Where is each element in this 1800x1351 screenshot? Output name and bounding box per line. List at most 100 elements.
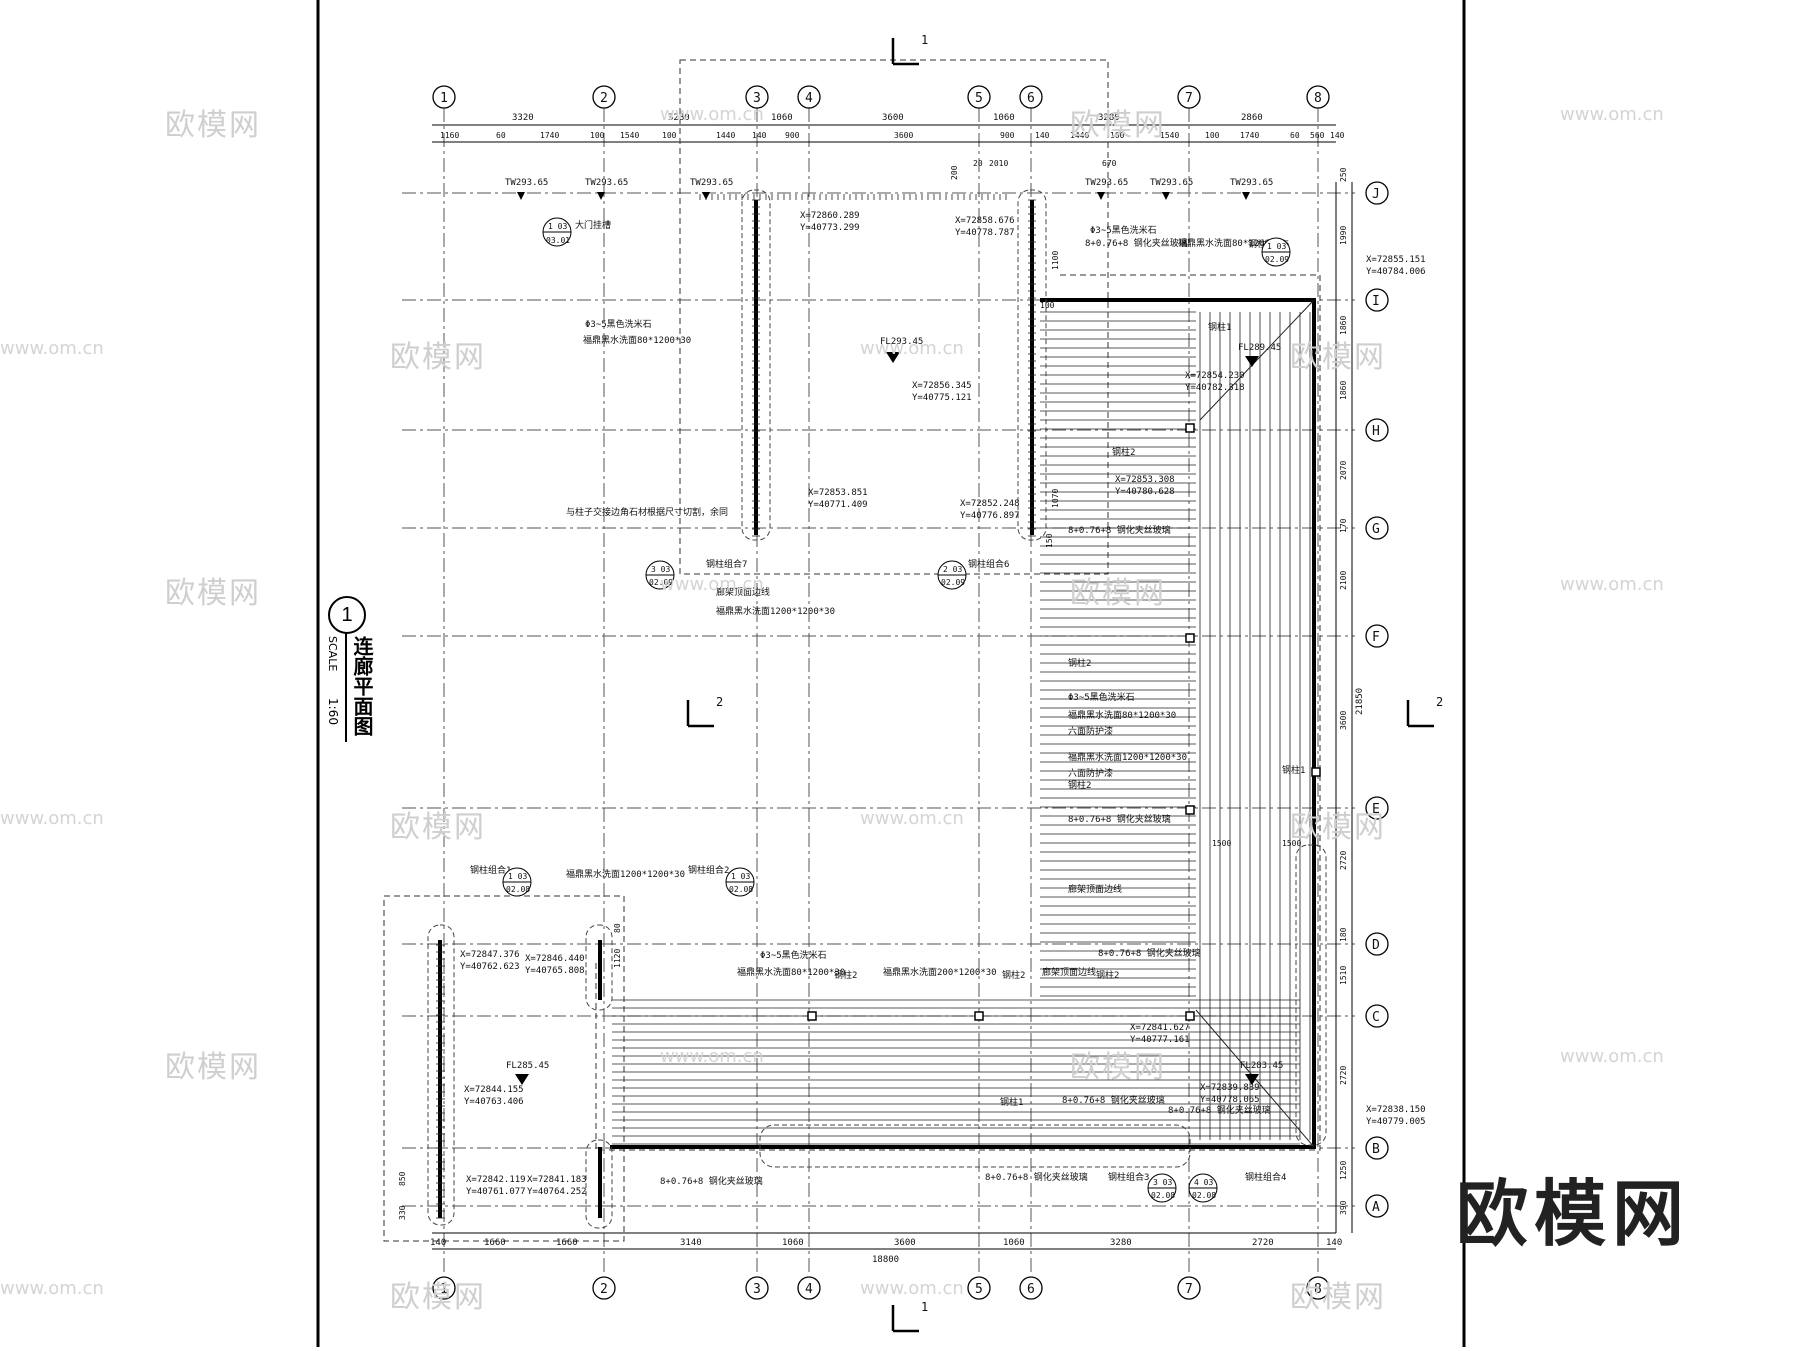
dimension-text: 60 <box>496 131 506 140</box>
grid-col-label: 8 <box>1314 1282 1322 1297</box>
tw-mark-triangle <box>702 192 710 200</box>
label-fl-1: FL293.45 <box>880 337 923 347</box>
steel-columns <box>807 423 1321 1021</box>
coordinate-x: X=72855.151 <box>1366 255 1426 265</box>
dimension-text: 2860 <box>1241 113 1263 123</box>
section-mark-label: 2 <box>1436 695 1443 709</box>
grid-col-label: 5 <box>975 1282 983 1297</box>
watermark-url: www.om.cn <box>0 808 104 829</box>
dimension-text: 1060 <box>1003 1238 1025 1248</box>
coordinate-x: X=72841.183 <box>527 1175 587 1185</box>
label-column-2: 钢柱2 <box>1068 657 1091 669</box>
dimension-text: 180 <box>1339 927 1348 942</box>
dimension-text: 1660 <box>556 1238 578 1248</box>
dimension-text: 1500 <box>1212 839 1231 848</box>
level-marker <box>1245 356 1259 367</box>
tw-mark: TW293.65 <box>1230 178 1273 188</box>
grid-row-label: J <box>1372 187 1380 202</box>
label-stone-1: Φ3~5黑色洗米石 <box>1068 691 1135 703</box>
dimension-text: 3280 <box>668 113 690 123</box>
detail-reference-top: 2 03 <box>943 565 962 574</box>
coordinate-x: X=72847.376 <box>460 950 520 960</box>
grid-bubble-col <box>745 85 769 109</box>
dimension-text: 100 <box>590 131 605 140</box>
label-stone-1: Φ3~5黑色洗米石 <box>1090 224 1157 236</box>
dimension-text: 20 <box>973 159 983 168</box>
dimension-total: 21850 <box>1355 688 1365 715</box>
coordinate-y: Y=40777.161 <box>1130 1035 1190 1045</box>
coordinate-x: X=72839.839 <box>1200 1083 1260 1093</box>
coordinate-y: Y=40782.318 <box>1185 383 1245 393</box>
grid-bubble-row <box>1365 516 1389 540</box>
label-stone-2: 福鼎黑水洗面80*1200*30 <box>583 334 691 346</box>
dimension-text: 100 <box>662 131 677 140</box>
grid-bubble-row <box>1365 796 1389 820</box>
grid-col-label: 6 <box>1027 1282 1035 1297</box>
coordinate-x: X=72846.440 <box>525 954 585 964</box>
dimension-text: 560 <box>1310 131 1325 140</box>
label-column-2: 钢柱2 <box>1096 969 1119 981</box>
coordinate-y: Y=40773.299 <box>800 223 860 233</box>
grid-bubble-col <box>1019 1276 1043 1300</box>
label-stone-1: Φ3~5黑色洗米石 <box>760 949 827 961</box>
dimension-text: 3280 <box>1110 1238 1132 1248</box>
dimension-text: 3600 <box>1339 711 1348 730</box>
grid-row-label: F <box>1372 630 1380 645</box>
coordinate-x: X=72844.155 <box>464 1085 524 1095</box>
coordinate-y: Y=40765.808 <box>525 966 585 976</box>
watermark-text: 欧模网 <box>165 1050 261 1085</box>
tw-mark-triangle <box>517 192 525 200</box>
detail-reference-bottom: 02.08 <box>506 885 530 894</box>
grid-col-label: 7 <box>1185 1282 1193 1297</box>
tw-mark-triangle <box>1162 192 1170 200</box>
label-glass: 8+0.76+8 钢化夹丝玻璃 <box>1168 1104 1271 1116</box>
label-column-2: 钢柱2 <box>1112 446 1135 458</box>
coordinate-y: Y=40763.406 <box>464 1097 524 1107</box>
label-column-group-1: 钢柱组合1 <box>470 864 511 876</box>
grid-bubble-row <box>1365 932 1389 956</box>
dimension-text: 100 <box>1040 301 1055 310</box>
level-marker <box>886 352 900 363</box>
dimension-text: 170 <box>1339 518 1348 533</box>
dimension-text: 1540 <box>1160 131 1179 140</box>
coordinate-x: X=72852.248 <box>960 499 1020 509</box>
grid-row-label: A <box>1372 1200 1380 1215</box>
coordinate-x: X=72858.676 <box>955 216 1015 226</box>
dimension-text: 1060 <box>771 113 793 123</box>
grid-row-label: H <box>1372 424 1380 439</box>
detail-number: 1 <box>341 604 353 626</box>
label-railing: 六面防护漆 <box>1068 767 1113 779</box>
grid-col-label: 8 <box>1314 91 1322 106</box>
grid-col-label: 2 <box>600 91 608 106</box>
dimension-text: 2720 <box>1339 851 1348 870</box>
detail-reference-top: 1 03 <box>548 222 567 231</box>
dimension-text: 670 <box>1102 159 1117 168</box>
dimension-text: 3600 <box>894 1238 916 1248</box>
label-fl-4: FL283.45 <box>1240 1061 1283 1071</box>
dimension-text: 3320 <box>512 113 534 123</box>
coordinate-x: X=72853.851 <box>808 488 868 498</box>
grid-row-label: E <box>1372 802 1380 817</box>
watermark-text: 欧模网 <box>1290 1280 1386 1315</box>
dimension-total: 18800 <box>872 1255 899 1265</box>
label-column-group-7: 钢柱组合7 <box>706 558 747 570</box>
dimension-text: 390 <box>1339 1200 1348 1215</box>
grid-bubble-col <box>967 85 991 109</box>
label-stone-3: 福鼎黑水洗面1200*1200*30 <box>1068 751 1187 763</box>
dimension-text: 140 <box>752 131 767 140</box>
grid-bubble-row <box>1365 624 1389 648</box>
dimension-text: 1740 <box>540 131 559 140</box>
dimension-text: 1440 <box>1070 131 1089 140</box>
coordinate-x: X=72856.345 <box>912 381 972 391</box>
detail-number-circle: 1 <box>328 596 366 634</box>
dimension-text: 1160 <box>440 131 459 140</box>
dimension-text: 2720 <box>1252 1238 1274 1248</box>
detail-reference-top: 1 03 <box>1267 242 1286 251</box>
label-stone-3: 福鼎黑水洗面1200*1200*30 <box>566 868 685 880</box>
grid-bubble-row <box>1365 288 1389 312</box>
label-glass: 8+0.76+8 钢化夹丝玻璃 <box>1085 237 1188 249</box>
dimension-text: 60 <box>1290 131 1300 140</box>
dimension-text: 1540 <box>620 131 639 140</box>
dimension-text: 140 <box>430 1238 446 1248</box>
